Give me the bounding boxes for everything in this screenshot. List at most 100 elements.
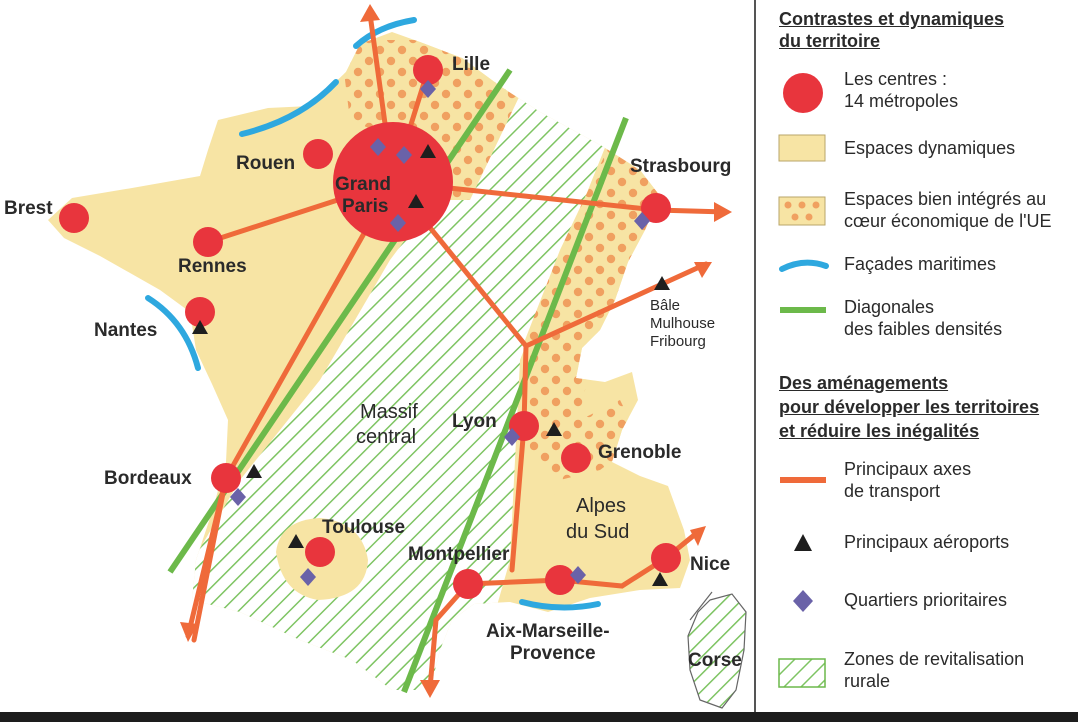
rural-revitalization-hatch-icon (778, 658, 826, 688)
metropole-aix-marseille (545, 565, 575, 595)
label-nantes: Nantes (94, 320, 157, 341)
airport-paris-1 (420, 144, 436, 158)
label-grand-paris-1: Grand (335, 174, 391, 195)
airport-paris-2 (408, 194, 424, 208)
legend-divider (754, 0, 756, 722)
airport-bale (654, 276, 670, 290)
label-massif-1: Massif (360, 401, 418, 423)
map-area: Lille Rouen Grand Paris Strasbourg Brest… (4, 4, 747, 709)
label-brest: Brest (4, 198, 53, 219)
label-rennes: Rennes (178, 256, 247, 277)
france-map: Lille Rouen Grand Paris Strasbourg Brest… (4, 4, 747, 709)
quartier-paris-2 (396, 146, 412, 164)
legend-section1-title-line2: du territoire (779, 31, 881, 51)
quartier-strasbourg (634, 212, 650, 230)
metropole-brest (59, 203, 89, 233)
legend-section2-title-line2: pour développer les territoires (779, 397, 1040, 417)
quartier-bordeaux (230, 488, 246, 506)
quartier-paris-3 (390, 214, 406, 232)
legend-priority-line1: Quartiers prioritaires (844, 590, 1008, 610)
airports (192, 144, 670, 586)
legend-metropoles-line1: Les centres : (844, 69, 948, 89)
legend-section2-title-line3: et réduire les inégalités (779, 421, 980, 441)
priority-districts (230, 80, 650, 586)
transport-arrowheads (180, 4, 732, 698)
metropole-montpellier (453, 569, 483, 599)
integrated-zone-north (340, 40, 520, 200)
label-rouen: Rouen (236, 153, 295, 174)
legend-dynamic-spaces-line1: Espaces dynamiques (844, 138, 1016, 158)
quartier-lille (420, 80, 436, 98)
legend-diagonal-line1: Diagonales (844, 297, 935, 317)
priority-district-diamond-icon (793, 590, 813, 612)
metropole-lille (413, 55, 443, 85)
legend-item-airports: Principaux aéroports (756, 530, 1078, 558)
metropole-nice (651, 543, 681, 573)
quartier-lyon (504, 428, 520, 446)
label-grand-paris-2: Paris (342, 196, 388, 217)
legend-item-low-density-diagonals: Diagonales des faibles densités (756, 296, 1078, 346)
low-density-diagonal-icon (780, 307, 826, 313)
legend-integrated-line1: Espaces bien intégrés au (844, 189, 1047, 209)
airport-lyon (546, 422, 562, 436)
bottom-bar (0, 712, 1078, 722)
legend-item-maritime-facades: Façades maritimes (756, 252, 1078, 280)
metropole-bordeaux (211, 463, 241, 493)
label-fribourg: Fribourg (650, 333, 706, 350)
legend-transport-line1: Principaux axes (844, 459, 972, 479)
legend-item-dynamic-spaces: Espaces dynamiques (756, 134, 1078, 164)
quartier-marseille (570, 566, 586, 584)
legend-item-metropoles: Les centres : 14 métropoles (756, 64, 1078, 120)
dynamic-space-swatch-icon (778, 134, 826, 162)
label-massif-2: central (356, 426, 416, 448)
label-alpes-2: du Sud (566, 521, 629, 543)
legend-section1-title-line1: Contrastes et dynamiques (779, 9, 1005, 29)
diagonal-line-east (401, 116, 629, 694)
label-lille: Lille (452, 54, 490, 75)
label-strasbourg: Strasbourg (630, 156, 731, 177)
label-alpes-1: Alpes (576, 495, 626, 517)
legend-item-priority-districts: Quartiers prioritaires (756, 588, 1078, 616)
maritime-facade-icon (779, 259, 829, 272)
alpes-du-sud-zone (540, 478, 660, 561)
quartier-toulouse (300, 568, 316, 586)
metropole-circle-icon (783, 73, 823, 113)
legend-integrated-line2: cœur économique de l'UE (844, 211, 1052, 231)
legend-panel: Contrastes et dynamiques du territoire L… (756, 0, 1078, 712)
label-bale: Bâle (650, 297, 680, 314)
legend-metropoles-line2: 14 métropoles (844, 91, 959, 111)
label-mulhouse: Mulhouse (650, 315, 715, 332)
label-toulouse: Toulouse (322, 517, 405, 538)
legend-diagonal-line2: des faibles densités (844, 319, 1003, 339)
legend-item-transport-axes: Principaux axes de transport (756, 458, 1078, 508)
label-nice: Nice (690, 554, 730, 575)
airport-triangle-icon (794, 534, 812, 551)
integrated-space-swatch-icon (778, 196, 826, 226)
corse-island (687, 591, 747, 709)
legend-section2-title-line1: Des aménagements (779, 373, 949, 393)
metropole-toulouse (305, 537, 335, 567)
label-montpellier: Montpellier (408, 544, 510, 565)
legend-item-rural-revitalization: Zones de revitalisation rurale (756, 648, 1078, 698)
airport-nice (652, 572, 668, 586)
airport-toulouse (288, 534, 304, 548)
legend-rural-line1: Zones de revitalisation (844, 649, 1025, 669)
label-aix-marseille-2: Provence (510, 643, 596, 664)
legend-airports-line1: Principaux aéroports (844, 532, 1010, 552)
airport-bordeaux (246, 464, 262, 478)
airport-nantes (192, 320, 208, 334)
legend-rural-line2: rurale (844, 671, 891, 691)
metropole-grand-paris (333, 122, 453, 242)
metropole-strasbourg (641, 193, 671, 223)
legend-maritime-line1: Façades maritimes (844, 254, 997, 274)
legend-transport-line2: de transport (844, 481, 941, 501)
label-lyon: Lyon (452, 411, 497, 432)
metropoles (59, 55, 681, 599)
label-grenoble: Grenoble (598, 442, 681, 463)
metropole-grenoble (561, 443, 591, 473)
label-bordeaux: Bordeaux (104, 468, 192, 489)
integrated-zone-east (525, 140, 670, 480)
metropole-rennes (193, 227, 223, 257)
quartier-paris-1 (370, 138, 386, 156)
label-aix-marseille-1: Aix-Marseille- (486, 621, 610, 642)
